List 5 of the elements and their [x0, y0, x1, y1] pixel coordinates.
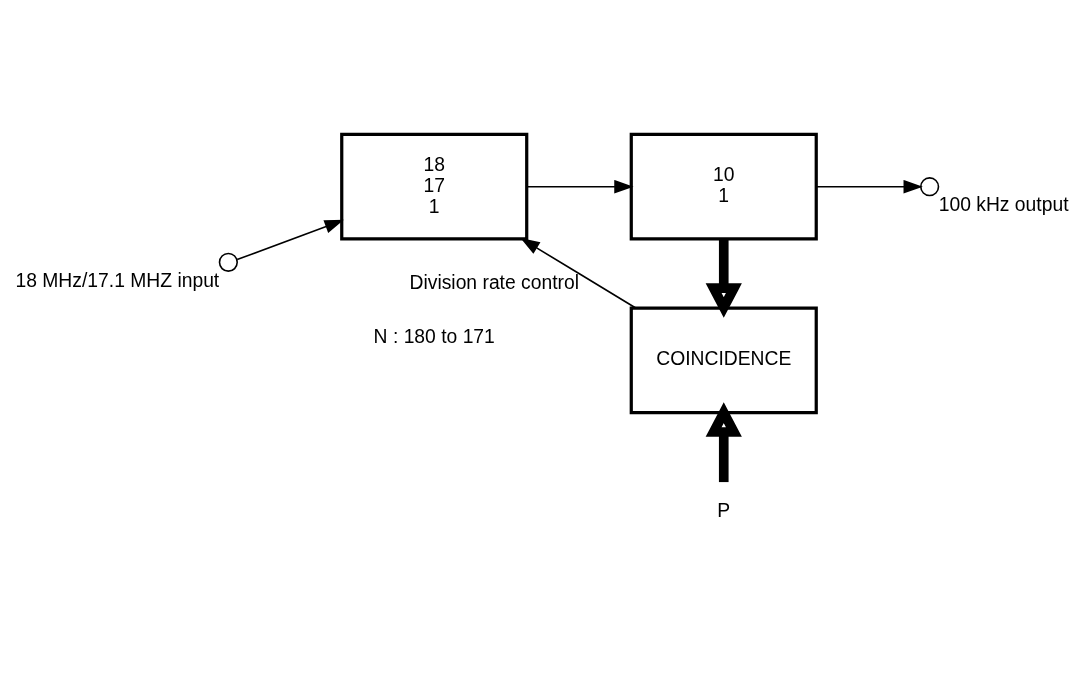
label: N : 180 to 171	[373, 325, 495, 347]
node-label: 100 kHz output	[938, 193, 1069, 215]
edge-label: Division rate control	[409, 271, 579, 293]
node-text: P	[717, 499, 731, 521]
node-label: 18 MHz/17.1 MHZ input	[15, 269, 220, 291]
